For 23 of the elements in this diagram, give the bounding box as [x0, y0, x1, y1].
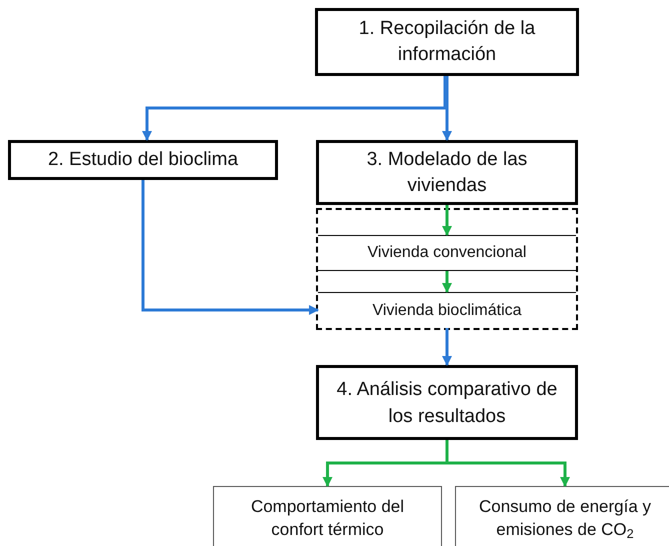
process-box: [8, 140, 278, 180]
node-text: Consumo de energía y emisiones de CO$_{2}$: [478, 496, 652, 540]
result-box: [455, 486, 669, 546]
node-text: 4. Análisis comparativo de los resultados: [336, 378, 558, 428]
node-text: 3. Modelado de las viviendas: [366, 148, 528, 198]
arrow: [442, 328, 452, 366]
node-text: 2. Estudio del bioclima: [46, 148, 240, 172]
process-box: [316, 365, 578, 440]
arrow: [442, 271, 452, 293]
process-box: [318, 235, 576, 271]
arrow: [442, 76, 452, 141]
process-box: [315, 8, 579, 76]
node-text: Vivienda bioclimática: [371, 300, 523, 320]
node-text: Comportamiento del confort térmico: [250, 496, 406, 540]
process-box: [316, 140, 578, 205]
arrow: [142, 76, 446, 141]
arrow: [142, 180, 319, 315]
node-text: 1. Recopilación de la información: [358, 17, 536, 67]
dashed-group-box: [316, 208, 578, 330]
result-box: [213, 486, 442, 546]
node-text: Vivienda convencional: [366, 243, 528, 263]
arrow: [442, 205, 452, 236]
arrow: [446, 440, 570, 487]
